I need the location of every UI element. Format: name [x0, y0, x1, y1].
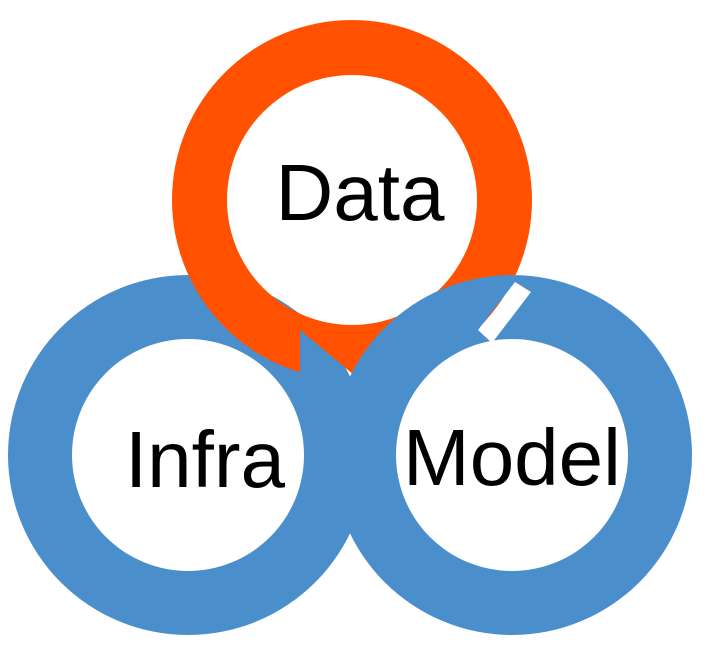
data-label: Data — [276, 148, 445, 237]
infra-label: Infra — [125, 415, 286, 504]
model-label: Model — [403, 413, 621, 502]
